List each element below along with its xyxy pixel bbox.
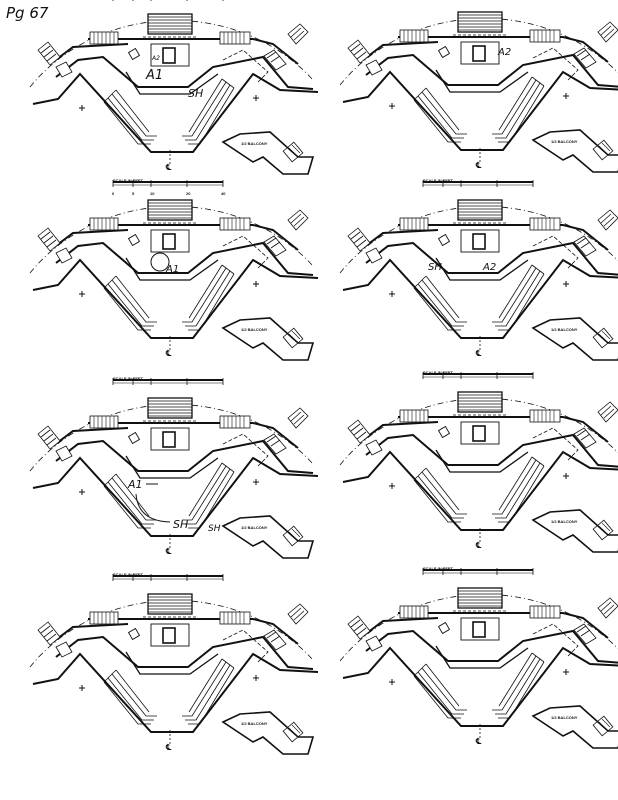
plan-panel-5: 1/2 BALCONY ℄ A1 SH SH bbox=[29, 377, 319, 559]
scale-tick: 20 bbox=[186, 191, 191, 196]
scale-title: SCALE IN FEET bbox=[423, 178, 454, 183]
scale-tick: 0 bbox=[112, 191, 115, 196]
plan-panel-1: 1/2 BALCONY ℄ A1 SH A2 bbox=[29, 0, 319, 175]
centerline-label: ℄ bbox=[165, 163, 172, 172]
scale-ticks: 0 5 10 20 40 bbox=[112, 191, 226, 196]
plan-panel-2: 1/2 BALCONY ℄ A2 bbox=[339, 0, 618, 173]
centerline-label: ℄ bbox=[475, 737, 482, 746]
balcony-label: 1/2 BALCONY bbox=[551, 519, 578, 524]
scale-title: SCALE IN FEET bbox=[113, 178, 144, 183]
balcony-label: 1/2 BALCONY bbox=[241, 141, 268, 146]
centerline-label: ℄ bbox=[165, 547, 172, 556]
page-label: Pg 67 bbox=[6, 4, 49, 22]
annotation: A1 bbox=[165, 264, 179, 275]
plan-panel-7: 1/2 BALCONY ℄ bbox=[29, 573, 319, 755]
balcony-label: 1/2 BALCONY bbox=[551, 139, 578, 144]
centerline-label: ℄ bbox=[165, 743, 172, 752]
annotation: A2 bbox=[497, 47, 511, 58]
annotation: A1 bbox=[145, 68, 163, 83]
plan-panel-8: 1/2 BALCONY ℄ bbox=[339, 567, 618, 749]
plan-panel-3: 1/2 BALCONY ℄ A1 bbox=[29, 179, 319, 361]
scale-tick: 10 bbox=[150, 191, 155, 196]
plan-panel-6: 1/2 BALCONY ℄ bbox=[339, 371, 618, 553]
annotation: SH bbox=[188, 87, 203, 100]
annotation: SH bbox=[173, 518, 188, 531]
centerline-label: ℄ bbox=[475, 541, 482, 550]
annotation: SH bbox=[428, 262, 442, 273]
balcony-label: 1/2 BALCONY bbox=[551, 327, 578, 332]
annotation: A1 bbox=[127, 478, 143, 491]
balcony-label: 1/2 BALCONY bbox=[241, 721, 268, 726]
annotation: SH bbox=[208, 524, 221, 534]
scale-title: SCALE IN FEET bbox=[113, 572, 144, 577]
centerline-label: ℄ bbox=[475, 349, 482, 358]
scale-titles: SCALE IN FEET SCALE IN FEET SCALE IN FEE… bbox=[113, 178, 454, 577]
scale-tick: 5 bbox=[132, 191, 135, 196]
balcony-label: 1/2 BALCONY bbox=[241, 525, 268, 530]
balcony-label: 1/2 BALCONY bbox=[241, 327, 268, 332]
centerline-label: ℄ bbox=[475, 161, 482, 170]
scale-title: SCALE IN FEET bbox=[113, 376, 144, 381]
centerline-label: ℄ bbox=[165, 349, 172, 358]
annotation: A2 bbox=[482, 262, 496, 273]
scale-title: SCALE IN FEET bbox=[423, 370, 454, 375]
plan-panel-4: 1/2 BALCONY ℄ SH A2 bbox=[339, 179, 618, 361]
scale-tick: 40 bbox=[221, 191, 226, 196]
scale-title: SCALE IN FEET bbox=[423, 566, 454, 571]
balcony-label: 1/2 BALCONY bbox=[551, 715, 578, 720]
annotation: A2 bbox=[151, 55, 160, 62]
